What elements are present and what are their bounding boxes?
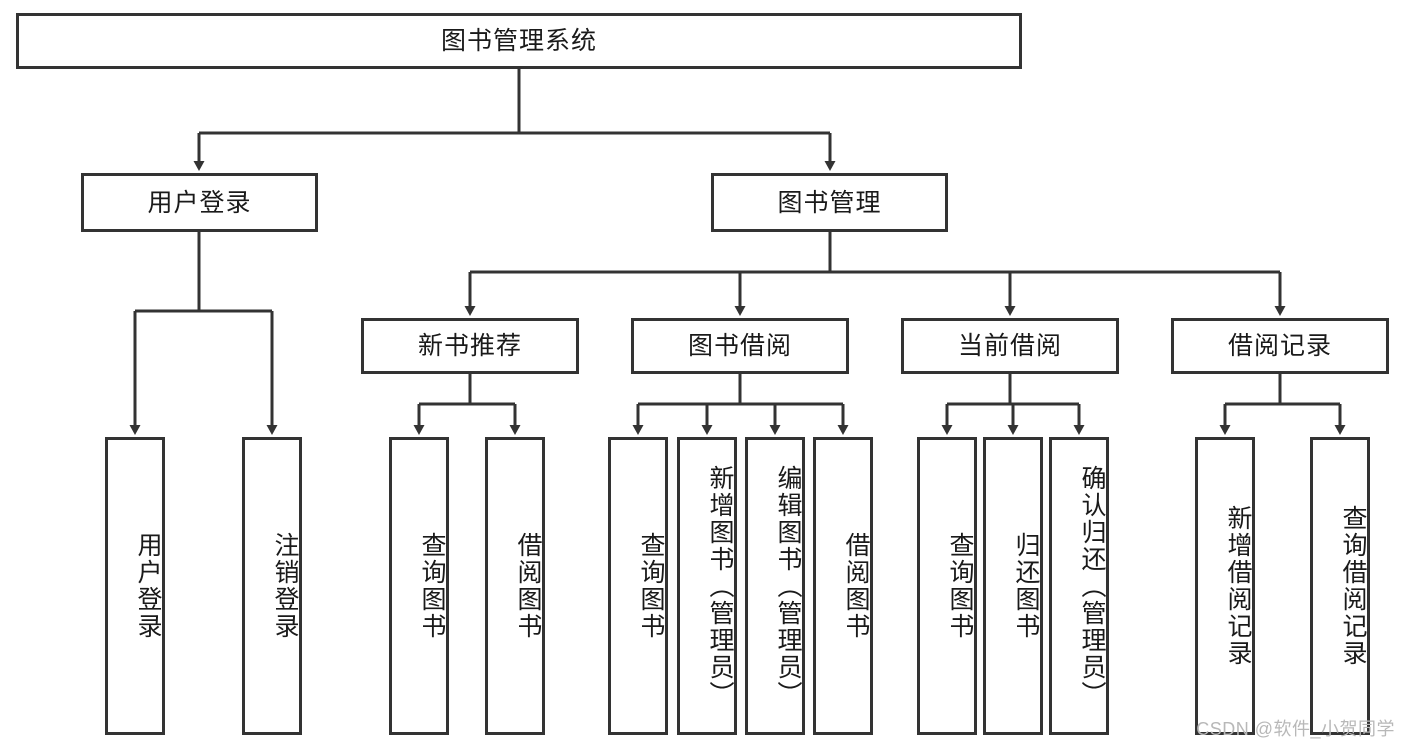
leaf-edit-book[interactable]: 编辑图书（管理员） bbox=[745, 437, 805, 735]
leaf-borrow-book-recommend[interactable]: 借阅图书 bbox=[485, 437, 545, 735]
node-borrow-record[interactable]: 借阅记录 bbox=[1171, 318, 1389, 374]
csdn-watermark: CSDN @软件_小贺同学 bbox=[1196, 719, 1395, 739]
node-label: 用户登录 bbox=[147, 188, 252, 217]
node-root-system[interactable]: 图书管理系统 bbox=[16, 13, 1022, 69]
leaf-query-book-borrow[interactable]: 查询图书 bbox=[608, 437, 668, 735]
node-label: 确认归还（管理员） bbox=[1078, 464, 1106, 708]
node-label: 新增借阅记录 bbox=[1224, 505, 1252, 667]
node-label: 图书管理系统 bbox=[440, 27, 597, 55]
node-label: 用户登录 bbox=[134, 532, 162, 640]
node-label: 归还图书 bbox=[1012, 532, 1040, 640]
leaf-add-book[interactable]: 新增图书（管理员） bbox=[677, 437, 737, 735]
leaf-add-borrow-record[interactable]: 新增借阅记录 bbox=[1195, 437, 1255, 735]
leaf-return-book[interactable]: 归还图书 bbox=[983, 437, 1043, 735]
node-book-manage[interactable]: 图书管理 bbox=[711, 173, 948, 232]
node-user-login[interactable]: 用户登录 bbox=[81, 173, 318, 232]
node-label: 查询借阅记录 bbox=[1339, 505, 1367, 667]
leaf-query-book-recommend[interactable]: 查询图书 bbox=[389, 437, 449, 735]
node-book-borrow[interactable]: 图书借阅 bbox=[631, 318, 849, 374]
node-label: 图书借阅 bbox=[687, 332, 792, 360]
leaf-query-book-current[interactable]: 查询图书 bbox=[917, 437, 977, 735]
node-label: 查询图书 bbox=[946, 532, 974, 640]
node-new-book-recommend[interactable]: 新书推荐 bbox=[361, 318, 579, 374]
node-label: 编辑图书（管理员） bbox=[774, 464, 802, 708]
leaf-confirm-return[interactable]: 确认归还（管理员） bbox=[1049, 437, 1109, 735]
node-label: 当前借阅 bbox=[957, 332, 1062, 360]
node-label: 注销登录 bbox=[271, 532, 299, 640]
node-current-borrow[interactable]: 当前借阅 bbox=[901, 318, 1119, 374]
node-label: 新增图书（管理员） bbox=[706, 464, 734, 708]
node-label: 图书管理 bbox=[777, 188, 882, 217]
node-label: 新书推荐 bbox=[417, 332, 522, 360]
node-label: 查询图书 bbox=[637, 532, 665, 640]
leaf-logout[interactable]: 注销登录 bbox=[242, 437, 302, 735]
node-label: 借阅图书 bbox=[842, 532, 870, 640]
leaf-query-borrow-record[interactable]: 查询借阅记录 bbox=[1310, 437, 1370, 735]
leaf-borrow-book[interactable]: 借阅图书 bbox=[813, 437, 873, 735]
node-label: 借阅记录 bbox=[1227, 332, 1332, 360]
node-label: 查询图书 bbox=[418, 532, 446, 640]
node-label: 借阅图书 bbox=[514, 532, 542, 640]
leaf-user-login[interactable]: 用户登录 bbox=[105, 437, 165, 735]
